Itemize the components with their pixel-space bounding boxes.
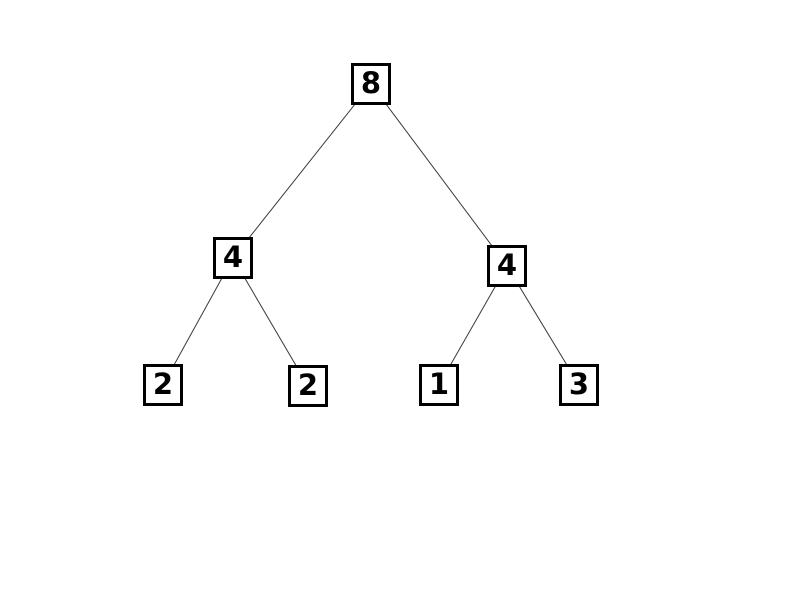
tree-node-right-left: 1	[419, 364, 459, 406]
tree-node-right-value: 4	[496, 247, 518, 282]
edge-root-right	[370, 83, 508, 267]
tree-node-left-right: 2	[288, 365, 328, 407]
tree-node-right-right-value: 3	[568, 366, 590, 401]
tree-node-left-value: 4	[222, 239, 244, 274]
tree-node-right-right: 3	[559, 364, 599, 406]
edge-root-left	[232, 83, 372, 259]
tree-node-right: 4	[487, 245, 527, 287]
tree-node-left-right-value: 2	[297, 367, 319, 402]
tree-node-right-left-value: 1	[428, 366, 450, 401]
tree-node-root: 8	[351, 63, 391, 105]
tree-node-root-value: 8	[360, 65, 382, 100]
tree-node-left: 4	[213, 237, 253, 279]
edge-left-leftright	[232, 257, 309, 387]
tree-node-left-left: 2	[143, 364, 183, 406]
edge-left-leftleft	[162, 257, 234, 386]
tree-node-left-left-value: 2	[152, 366, 174, 401]
